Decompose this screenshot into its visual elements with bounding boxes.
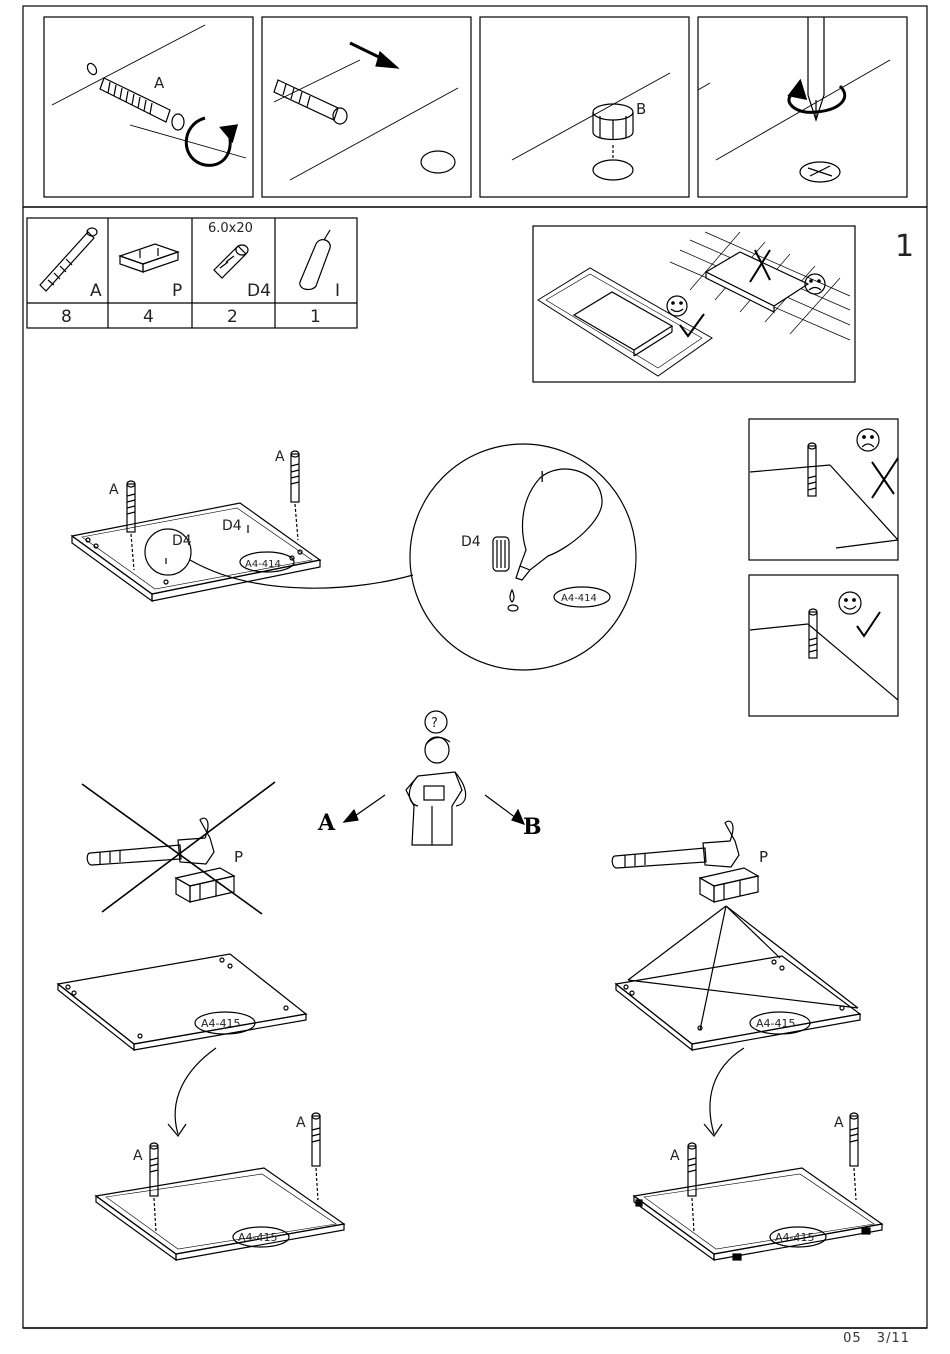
bolt-label-a: A [109, 482, 119, 498]
plug-label: P [759, 848, 768, 866]
dowel-icon [493, 537, 509, 571]
panel-code-text: A4-415 [201, 1017, 241, 1030]
label-b: B [636, 100, 646, 118]
sad-face-icon [857, 429, 879, 451]
cam-bolt-icon [291, 451, 299, 502]
glue-bottle-icon [516, 469, 602, 580]
panel-code-text: A4-415 [756, 1017, 796, 1030]
top-panel-2 [262, 17, 471, 197]
panel-code-text: A4-414 [561, 593, 597, 604]
step-number: 1 [895, 229, 914, 264]
zoom-detail-circle [410, 444, 636, 670]
parts-letter-i: I [335, 281, 340, 301]
rotate-arrow-icon [789, 82, 845, 112]
bolt-label-a: A [275, 449, 285, 465]
bolt-wrong-panel [749, 419, 898, 560]
top-panel-3 [480, 17, 689, 197]
happy-face-icon [667, 296, 687, 316]
parts-letter-d4: D4 [247, 281, 271, 301]
panel-code-text: A4-414 [245, 559, 281, 570]
hole-icon [421, 151, 455, 173]
cam-bolt-icon [100, 78, 184, 130]
page-number: 3/11 [877, 1331, 910, 1346]
parts-qty-a: 8 [61, 307, 72, 327]
cam-bolt-icon [274, 80, 347, 124]
hammer-wrong-group [82, 782, 275, 914]
hammer-icon [612, 821, 739, 868]
parts-qty-i: 1 [310, 307, 321, 327]
panel-code-text: A4-415 [775, 1231, 815, 1244]
choice-arrow-b [485, 795, 524, 824]
cam-bolt-icon [688, 1143, 696, 1196]
dowel-label: D4 [172, 533, 192, 549]
direction-arrow-icon [350, 43, 398, 68]
question-mark: ? [431, 716, 438, 731]
sheet-code: 05 [843, 1331, 862, 1346]
flip-arrow-icon [710, 1048, 744, 1134]
choice-a-label: A [317, 810, 336, 836]
label-a: A [154, 74, 165, 92]
parts-qty-p: 4 [143, 307, 154, 327]
rotate-arrow-icon [186, 118, 236, 165]
right-result-board [634, 1113, 882, 1260]
top-panel-1 [44, 17, 253, 197]
happy-face-icon [839, 592, 861, 614]
dowel-label: D4 [222, 518, 242, 534]
cam-bolt-icon [850, 1113, 858, 1166]
cam-bolt-icon [150, 1143, 158, 1196]
glue-label: I [540, 468, 544, 486]
left-result-board [96, 1113, 344, 1260]
parts-letter-a: A [90, 281, 102, 301]
top-panel-4 [698, 17, 907, 197]
dowel-icon [214, 245, 248, 278]
glue-drop-icon [510, 590, 514, 602]
plug-label: P [234, 848, 243, 866]
bolt-label-a: A [834, 1115, 844, 1131]
dowel-label: D4 [461, 534, 481, 550]
main-board-a4-414 [72, 451, 413, 601]
glue-bottle-icon [300, 230, 330, 289]
choice-b-label: B [523, 814, 542, 840]
plug-icon [700, 868, 758, 902]
check-mark-icon [680, 314, 704, 336]
screwdriver-icon [808, 17, 824, 120]
surface-warning-panel [533, 226, 855, 382]
check-mark-icon [857, 612, 880, 636]
page-footer: 05 3/11 [833, 1331, 910, 1346]
flip-arrow-icon [175, 1048, 216, 1134]
left-board-a4-415 [58, 954, 306, 1136]
parts-letter-p: P [172, 281, 182, 301]
parts-qty-d4: 2 [227, 307, 238, 327]
bolt-label-a: A [133, 1148, 143, 1164]
cam-bolt-icon [312, 1113, 320, 1166]
wrong-cross-icon [872, 458, 898, 498]
bolt-label-a: A [296, 1115, 306, 1131]
hammer-correct-group [612, 821, 858, 1030]
dowel-size-label: 6.0x20 [208, 221, 253, 236]
plug-icon [120, 244, 178, 272]
page-frame [23, 6, 927, 1328]
bolt-correct-panel [749, 575, 898, 716]
choice-arrow-a [344, 795, 385, 822]
cam-bolt-icon [40, 228, 97, 291]
cam-lock-icon [593, 104, 633, 180]
parts-table [27, 218, 357, 328]
panel-code-text: A4-415 [238, 1231, 278, 1244]
bolt-label-a: A [670, 1148, 680, 1164]
worker-figure [406, 711, 466, 845]
